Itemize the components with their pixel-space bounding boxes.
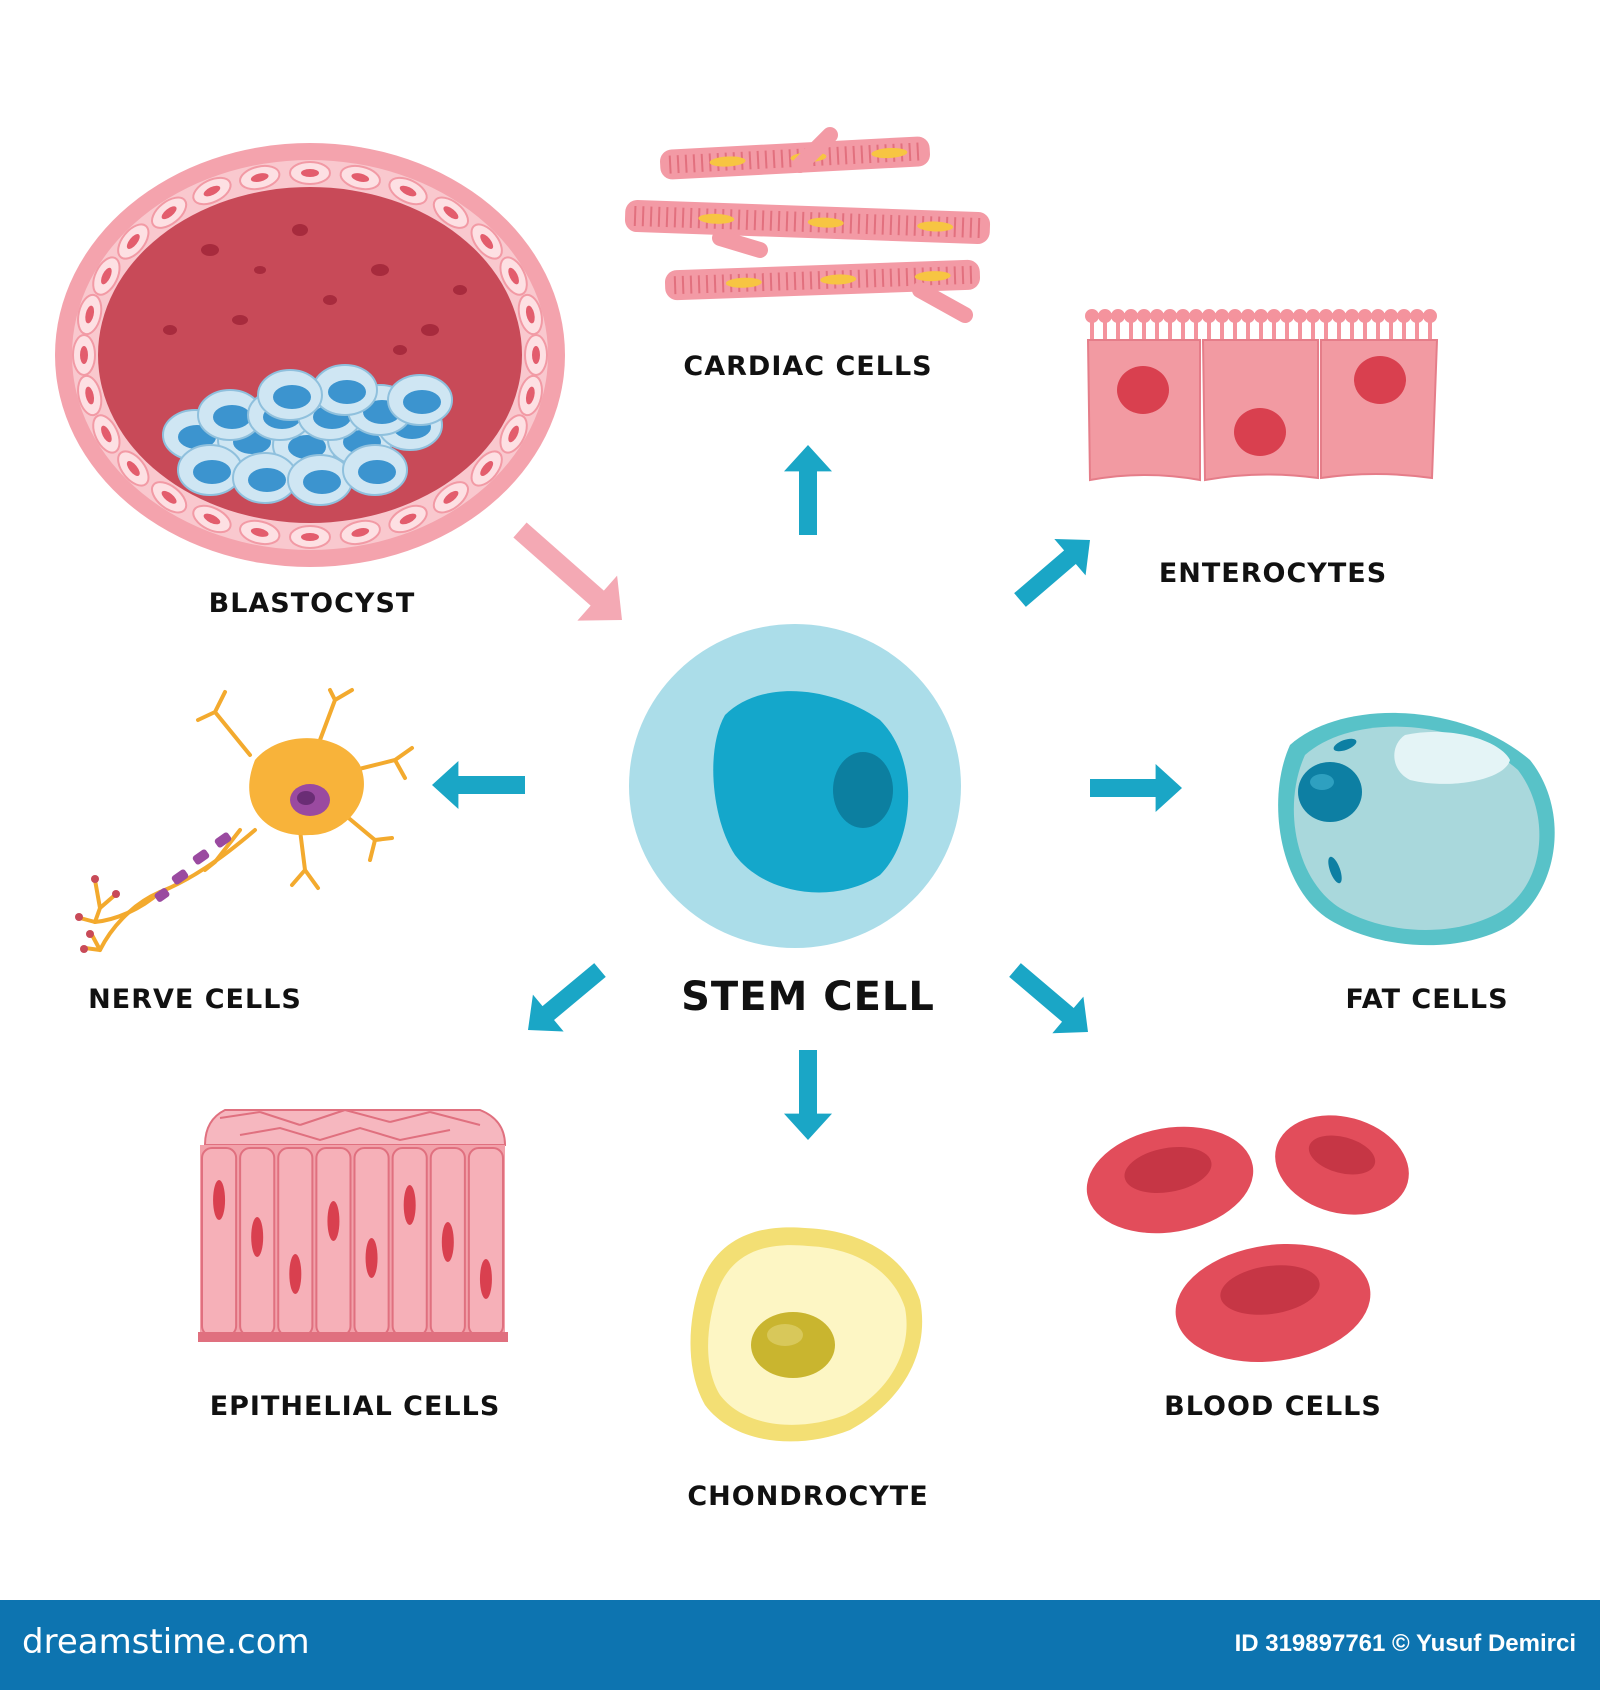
enterocytes-illustration <box>1085 309 1439 482</box>
footer-brand[interactable]: dreamstime.com <box>22 1622 310 1662</box>
label-fat-cells: FAT CELLS <box>1345 984 1508 1015</box>
differentiation-arrows <box>432 445 1182 1140</box>
blastocyst-illustration <box>55 143 565 567</box>
stem-cell-title: STEM CELL <box>681 974 935 1020</box>
label-blood-cells: BLOOD CELLS <box>1164 1391 1382 1422</box>
epithelial-cells-illustration <box>198 1109 508 1342</box>
footer-bar: dreamstime.com ID 319897761 © Yusuf Demi… <box>0 1600 1600 1690</box>
fat-cell-illustration <box>1278 712 1555 946</box>
stem-cell-diagram: STEM CELL BLASTOCYST CARDIAC CELLS ENTER… <box>55 127 1555 1512</box>
label-cardiac-cells: CARDIAC CELLS <box>683 351 932 382</box>
label-nerve-cells: NERVE CELLS <box>88 984 302 1015</box>
stem-cell-illustration <box>629 624 961 948</box>
label-blastocyst: BLASTOCYST <box>209 588 416 619</box>
footer-credit: ID 319897761 © Yusuf Demirci <box>1234 1630 1576 1657</box>
blood-cells-illustration <box>1086 1115 1409 1363</box>
nerve-cell-body <box>75 738 364 953</box>
nerve-cell-illustration <box>78 688 414 952</box>
cardiac-cells-illustration <box>624 127 991 323</box>
chondrocyte-illustration <box>690 1227 923 1442</box>
label-enterocytes: ENTEROCYTES <box>1159 558 1387 589</box>
label-epithelial-cells: EPITHELIAL CELLS <box>210 1391 501 1422</box>
label-chondrocyte: CHONDROCYTE <box>687 1481 928 1512</box>
